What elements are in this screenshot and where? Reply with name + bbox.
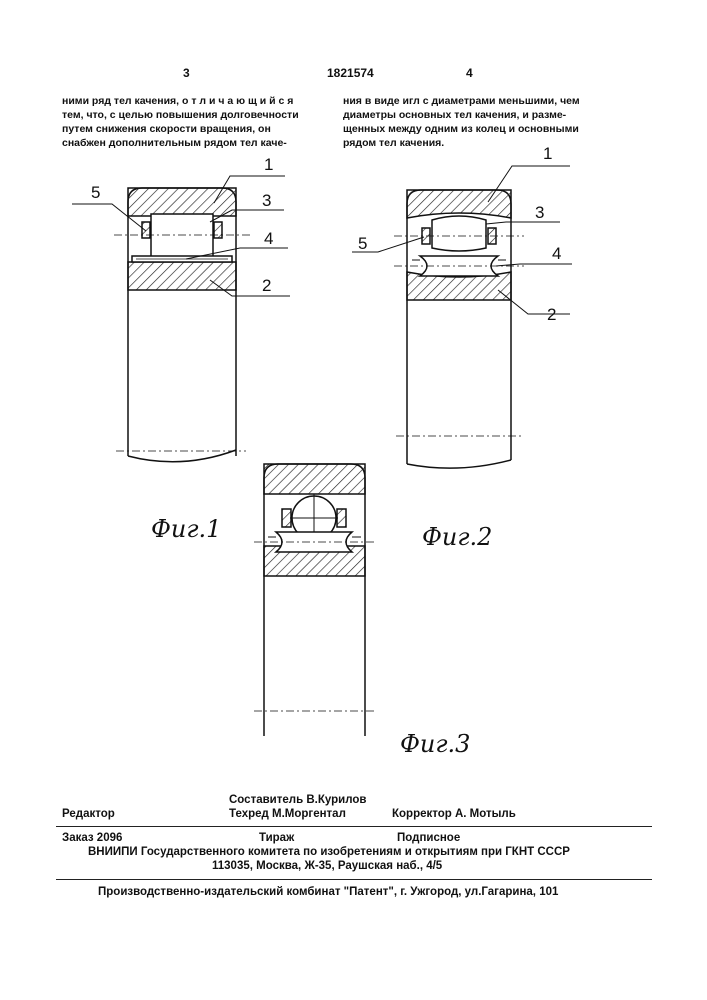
editor-label: Редактор bbox=[62, 808, 115, 820]
techred: Техред М.Моргентал bbox=[229, 808, 346, 820]
order-number: Заказ 2096 bbox=[62, 832, 122, 844]
fig2-label-3: 3 bbox=[535, 203, 544, 222]
fig2-label-2: 2 bbox=[547, 305, 556, 324]
fig1-label-5: 5 bbox=[91, 183, 100, 202]
fig2-outer-ring bbox=[407, 190, 511, 218]
institute: ВНИИПИ Государственного комитета по изоб… bbox=[88, 846, 570, 858]
fig3-caption: Фиг.3 bbox=[400, 730, 470, 758]
fig2-label-4: 4 bbox=[552, 244, 561, 263]
fig2-break-line bbox=[407, 460, 511, 468]
fig1-break-line bbox=[128, 450, 236, 462]
fig1-label-3: 3 bbox=[262, 191, 271, 210]
fig2-label-5: 5 bbox=[358, 234, 367, 253]
fig3-cage-left bbox=[282, 509, 291, 527]
fig1-label-2: 2 bbox=[262, 276, 271, 295]
fig3-outer-ring bbox=[264, 464, 365, 494]
fig3-cage-right bbox=[337, 509, 346, 527]
publisher: Производственно-издательский комбинат "П… bbox=[98, 886, 558, 898]
fig2-leader-3 bbox=[486, 222, 560, 224]
fig2-label-1: 1 bbox=[543, 144, 552, 163]
fig2-barrel-roller bbox=[432, 216, 486, 251]
corrector: Корректор А. Мотыль bbox=[392, 808, 516, 820]
fig1-roller bbox=[151, 214, 213, 260]
fig1-cage-right bbox=[214, 222, 222, 238]
footer-divider-bottom bbox=[56, 879, 652, 880]
fig1-label-1: 1 bbox=[264, 155, 273, 174]
fig1-inner-ring bbox=[128, 262, 236, 290]
figure-3 bbox=[254, 464, 376, 736]
circulation: Тираж bbox=[259, 832, 294, 844]
figure-1 bbox=[72, 176, 290, 462]
fig1-cage-left bbox=[142, 222, 150, 238]
footer-divider-top bbox=[56, 826, 652, 827]
subscription: Подписное bbox=[397, 832, 460, 844]
fig1-caption: Фиг.1 bbox=[151, 515, 221, 543]
compiler: Составитель В.Курилов bbox=[229, 794, 366, 806]
address: 113035, Москва, Ж-35, Раушская наб., 4/5 bbox=[212, 860, 442, 872]
fig1-outer-ring bbox=[128, 188, 236, 216]
fig2-caption: Фиг.2 bbox=[422, 523, 492, 551]
fig1-label-4: 4 bbox=[264, 229, 273, 248]
